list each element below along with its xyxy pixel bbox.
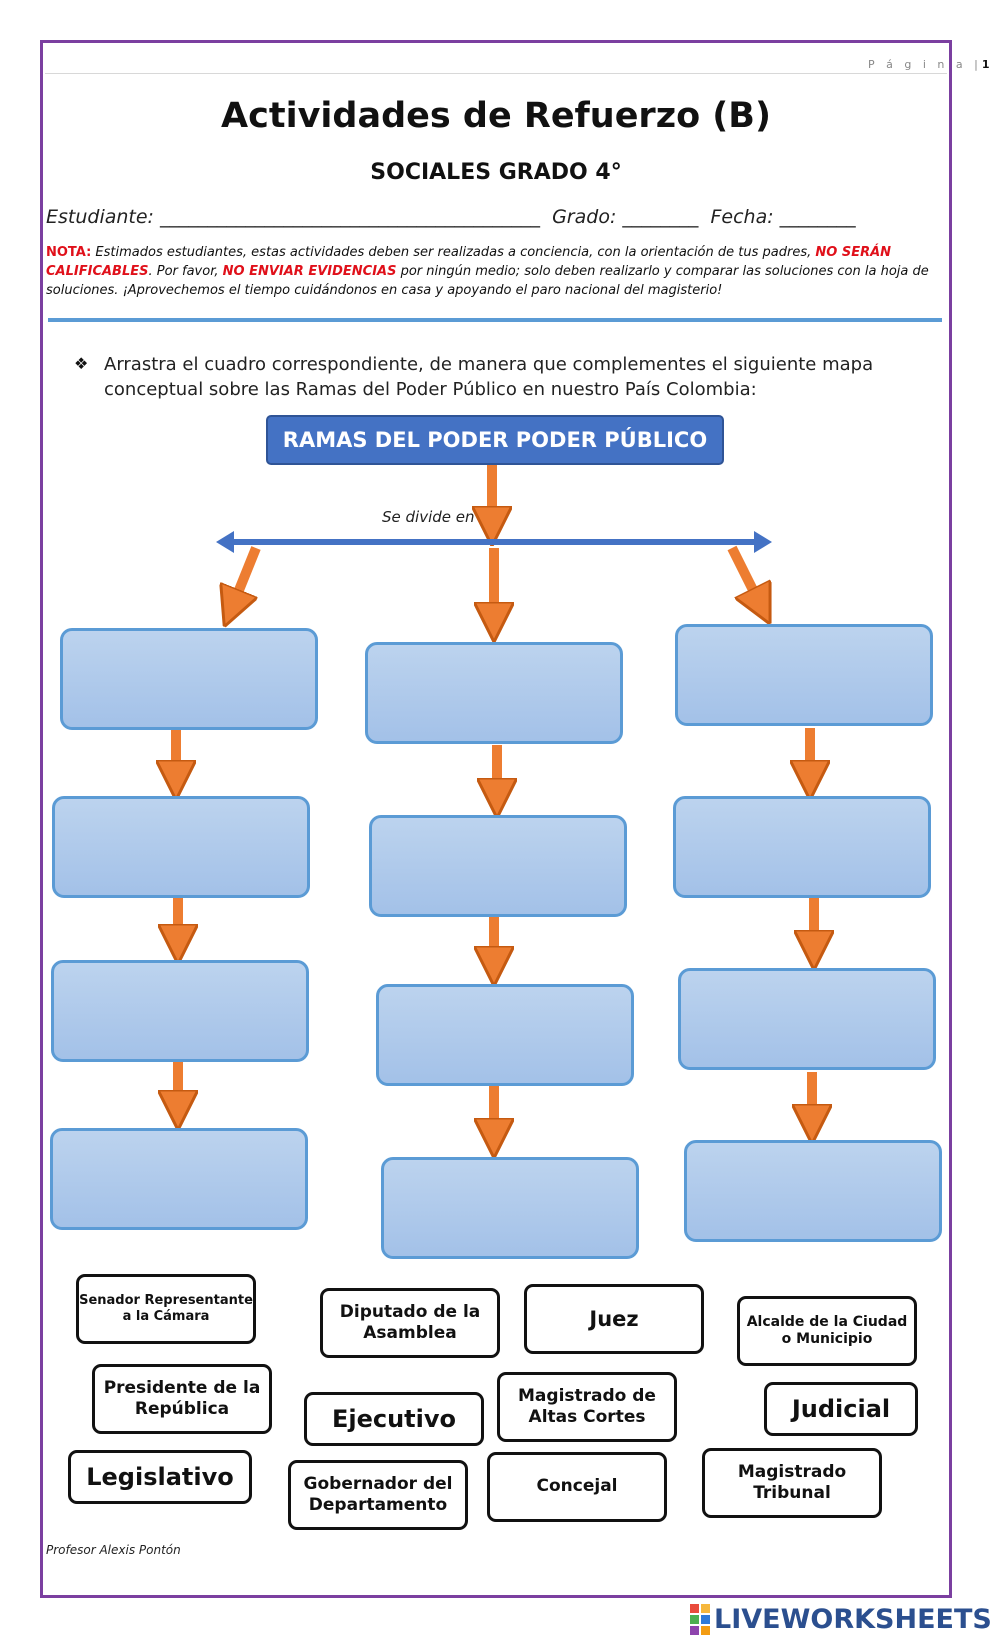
drop-box-col2-4[interactable]: [381, 1157, 639, 1259]
branch-arrow-left: [231, 546, 261, 610]
section-divider: [48, 318, 942, 322]
word-concejal[interactable]: Concejal: [487, 1452, 667, 1522]
author-credit: Profesor Alexis Pontón: [46, 1543, 181, 1557]
drop-box-col3-1[interactable]: [675, 624, 933, 726]
word-presidente[interactable]: Presidente de la República: [92, 1364, 272, 1434]
note-warning-2: NO ENVIAR EVIDENCIAS: [222, 264, 397, 279]
word-gobernador[interactable]: Gobernador del Departamento: [288, 1460, 468, 1530]
split-bar-left-head: [216, 531, 234, 553]
word-magistrado-tribunal[interactable]: Magistrado Tribunal: [702, 1448, 882, 1518]
word-alcalde[interactable]: Alcalde de la Ciudad o Municipio: [737, 1296, 917, 1366]
student-info-line: Estudiante: ____________________________…: [46, 206, 856, 228]
drop-box-col3-3[interactable]: [678, 968, 936, 1070]
note-text-3: por ningún medio; solo deben realizarlo …: [46, 264, 929, 298]
drop-box-col2-2[interactable]: [369, 815, 627, 917]
branch-arrow-right: [727, 545, 762, 608]
word-judicial[interactable]: Judicial: [764, 1382, 918, 1436]
logo-blocks-icon: [690, 1603, 710, 1635]
page-subtitle: SOCIALES GRADO 4°: [370, 160, 622, 185]
word-ejecutivo[interactable]: Ejecutivo: [304, 1392, 484, 1446]
drop-box-col3-2[interactable]: [673, 796, 931, 898]
drop-box-col3-4[interactable]: [684, 1140, 942, 1242]
header-rule: [45, 73, 947, 74]
page-title: Actividades de Refuerzo (B): [221, 96, 771, 136]
word-magistrado-altas-cortes[interactable]: Magistrado de Altas Cortes: [497, 1372, 677, 1442]
drop-box-col1-2[interactable]: [52, 796, 310, 898]
word-senador-representante[interactable]: Senador Representante a la Cámara: [76, 1274, 256, 1344]
note-paragraph: NOTA: Estimados estudiantes, estas activ…: [46, 243, 946, 300]
split-bar-right-head: [754, 531, 772, 553]
note-warning-1: NO SERÁN CALIFICABLES: [46, 245, 892, 279]
brand-name: LIVEWORKSHEETS: [714, 1603, 992, 1635]
instruction-text: Arrastra el cuadro correspondiente, de m…: [104, 354, 874, 400]
concept-map-header: RAMAS DEL PODER PODER PÚBLICO: [266, 415, 724, 465]
page-number: P á g i n a |1: [868, 58, 990, 71]
drop-box-col2-1[interactable]: [365, 642, 623, 744]
divide-label: Se divide en: [382, 508, 475, 526]
note-text-2: . Por favor,: [148, 264, 223, 279]
note-lead: NOTA:: [46, 245, 92, 260]
drop-box-col1-3[interactable]: [51, 960, 309, 1062]
word-legislativo[interactable]: Legislativo: [68, 1450, 252, 1504]
note-text-1: Estimados estudiantes, estas actividades…: [91, 245, 816, 260]
word-juez[interactable]: Juez: [524, 1284, 704, 1354]
word-diputado[interactable]: Diputado de la Asamblea: [320, 1288, 500, 1358]
drop-box-col2-3[interactable]: [376, 984, 634, 1086]
drop-box-col1-4[interactable]: [50, 1128, 308, 1230]
page-border: [40, 40, 952, 1598]
bullet-icon: ❖: [74, 354, 89, 373]
liveworksheets-logo[interactable]: LIVEWORKSHEETS: [690, 1602, 992, 1636]
drop-box-col1-1[interactable]: [60, 628, 318, 730]
